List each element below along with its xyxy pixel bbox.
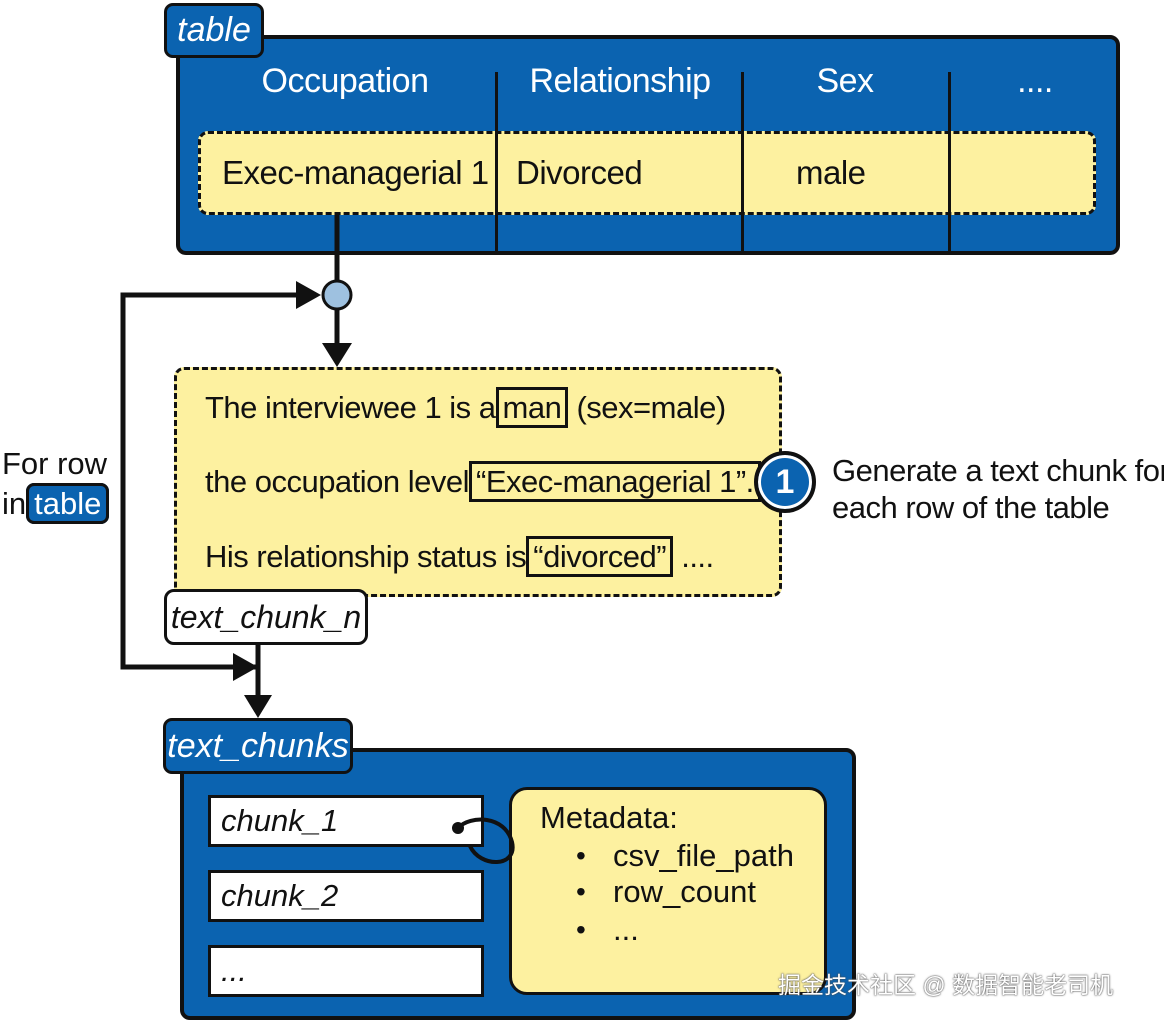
boxed-value-occupation: “Exec-managerial 1”. xyxy=(469,461,761,502)
loop-label-prefix: in xyxy=(2,486,27,521)
step-badge: 1 xyxy=(754,451,816,513)
header-sex: Sex xyxy=(816,62,874,100)
column-divider xyxy=(948,72,951,255)
text-chunks-label-text: text_chunks xyxy=(167,726,349,765)
metadata-title: Metadata: xyxy=(540,800,678,835)
text-line-1-prefix: The interviewee 1 is a xyxy=(205,390,496,425)
header-occupation: Occupation xyxy=(261,62,430,100)
text-line-2-prefix: the occupation level xyxy=(205,464,470,499)
arrowhead-right-icon xyxy=(233,653,258,681)
text-chunk-n-label: text_chunk_n xyxy=(164,589,368,645)
text-line-1-suffix: (sex=male) xyxy=(576,390,726,425)
chunk-more-box: ... xyxy=(208,945,484,997)
bullet-icon: • xyxy=(576,876,586,907)
text-chunk-block xyxy=(174,367,782,597)
text-chunk-n-text: text_chunk_n xyxy=(170,598,362,635)
column-divider xyxy=(495,72,498,255)
loop-node xyxy=(321,279,353,311)
loop-label-line-1: For row xyxy=(2,446,108,481)
loop-table-tag: table xyxy=(26,483,110,524)
arrowhead-down-icon xyxy=(322,343,352,367)
metadata-box xyxy=(509,787,827,995)
metadata-item-2: row_count xyxy=(613,874,757,909)
text-line-2: the occupation level“Exec-managerial 1”. xyxy=(205,461,761,502)
cell-occupation: Exec-managerial 1 xyxy=(222,154,489,191)
arrowhead-right-icon xyxy=(296,281,321,309)
bullet-icon: • xyxy=(576,914,586,945)
chunk-more-label: ... xyxy=(221,953,247,988)
table-row-highlight xyxy=(198,131,1096,215)
text-line-3-suffix: .... xyxy=(681,539,714,574)
cell-sex: male xyxy=(796,154,866,191)
step-number: 1 xyxy=(775,462,795,501)
text-line-3: His relationship status is“divorced” ...… xyxy=(205,536,714,577)
loop-connector xyxy=(120,292,300,670)
chunk-2-label: chunk_2 xyxy=(221,878,339,913)
metadata-item-1: csv_file_path xyxy=(613,838,794,873)
text-line-3-prefix: His relationship status is xyxy=(205,539,527,574)
cell-relationship: Divorced xyxy=(516,154,643,191)
table-label-text: table xyxy=(177,11,251,49)
boxed-value-divorced: “divorced” xyxy=(526,536,674,577)
header-relationship: Relationship xyxy=(529,62,711,100)
watermark: 掘金技术社区 @ 数据智能老司机 xyxy=(778,972,1114,998)
boxed-value-man: man xyxy=(495,387,569,428)
step-description-line-1: Generate a text chunk for xyxy=(832,453,1164,488)
text-chunks-tab-label: text_chunks xyxy=(163,718,353,774)
chunk-2-box: chunk_2 xyxy=(208,870,484,922)
step-description: Generate a text chunk for each row of th… xyxy=(832,452,1164,526)
chunk-1-label: chunk_1 xyxy=(221,803,339,838)
metadata-item-3: ... xyxy=(613,912,639,947)
column-divider xyxy=(741,72,744,255)
step-description-line-2: each row of the table xyxy=(832,490,1110,525)
bullet-icon: • xyxy=(576,840,586,871)
header-more: .... xyxy=(1017,62,1053,100)
arrowhead-down-icon xyxy=(244,695,272,718)
table-tab-label: table xyxy=(164,3,264,58)
chunk-1-box: chunk_1 xyxy=(208,795,484,847)
link-loop xyxy=(456,817,515,864)
